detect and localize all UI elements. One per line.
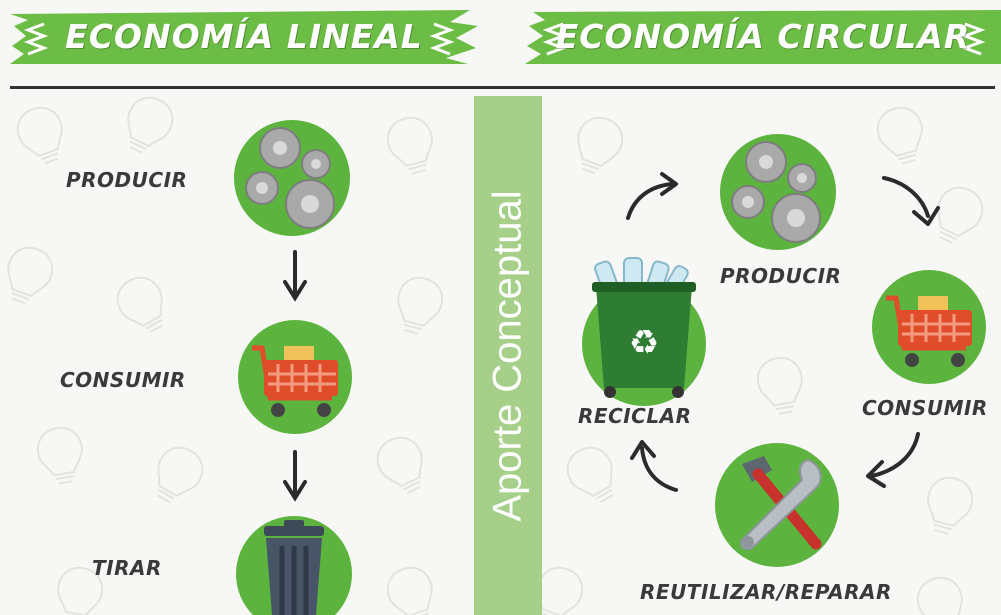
arrow-icon [626, 172, 678, 220]
center-bar [474, 96, 542, 615]
arrow-icon [630, 440, 678, 492]
arrow-down-icon [283, 450, 307, 502]
recycle-bin-icon: ♻ [582, 257, 706, 406]
brush-stroke-shape [10, 10, 478, 64]
circular-economy-title: ECONOMÍA CIRCULAR [555, 17, 971, 56]
shopping-cart-icon [238, 320, 352, 434]
linear-step-tirar: TIRAR [92, 556, 162, 580]
trash-can-icon [236, 516, 352, 615]
circular-step-producir: PRODUCIR [720, 264, 842, 288]
linear-economy-title: ECONOMÍA LINEAL [65, 17, 423, 56]
arrow-icon [882, 176, 940, 226]
gears-icon [234, 120, 350, 236]
brush-stroke-shape [525, 10, 1001, 64]
circular-step-consumir: CONSUMIR [862, 396, 988, 420]
center-label: Aporte Conceptual [485, 190, 530, 522]
linear-step-producir: PRODUCIR [66, 168, 188, 192]
arrow-icon [866, 432, 920, 488]
circular-step-reutilizar-reparar: REUTILIZAR/REPARAR [640, 580, 892, 604]
shopping-cart-icon [872, 270, 986, 384]
circular-economy-banner: ECONOMÍA CIRCULAR [525, 8, 1001, 66]
circular-step-reciclar: RECICLAR [578, 404, 692, 428]
svg-text:♻: ♻ [629, 323, 659, 363]
hammer-wrench-icon [715, 443, 839, 567]
linear-step-consumir: CONSUMIR [60, 368, 186, 392]
header-divider [10, 86, 995, 89]
gears-icon [720, 134, 836, 250]
arrow-down-icon [283, 250, 307, 302]
linear-economy-banner: ECONOMÍA LINEAL [10, 8, 478, 66]
